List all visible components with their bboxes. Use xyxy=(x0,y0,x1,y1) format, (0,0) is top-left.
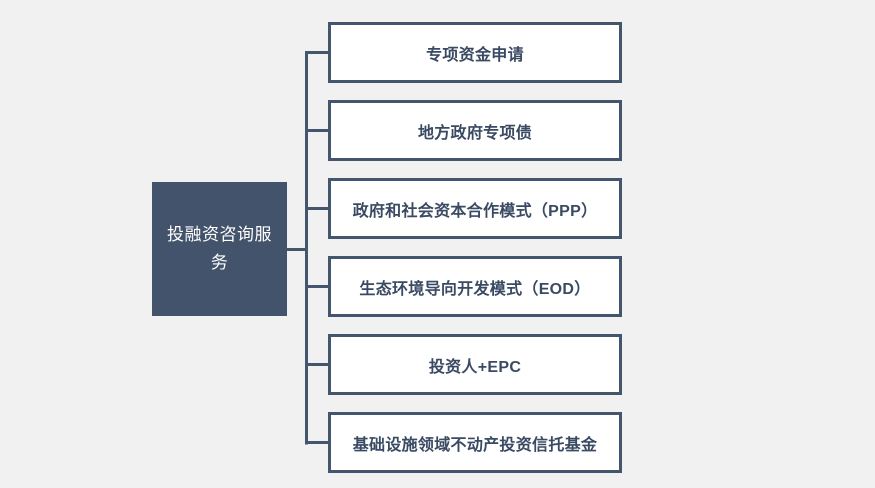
branch-node-1[interactable]: 专项资金申请 xyxy=(328,22,622,83)
branch-node-6-label: 基础设施领域不动产投资信托基金 xyxy=(352,436,598,454)
branch-node-3[interactable]: 政府和社会资本合作模式（PPP） xyxy=(328,178,622,239)
branch-node-5-label: 投资人+EPC xyxy=(428,358,522,376)
root-node[interactable]: 投融资咨询服务 xyxy=(152,182,287,316)
branch-node-1-label: 专项资金申请 xyxy=(426,46,524,64)
branch-node-3-label: 政府和社会资本合作模式（PPP） xyxy=(352,202,598,220)
branch-node-4[interactable]: 生态环境导向开发模式（EOD） xyxy=(328,256,622,317)
root-node-label: 投融资咨询服务 xyxy=(167,224,272,272)
branch-node-2[interactable]: 地方政府专项债 xyxy=(328,100,622,161)
branch-node-5[interactable]: 投资人+EPC xyxy=(328,334,622,395)
branch-node-6[interactable]: 基础设施领域不动产投资信托基金 xyxy=(328,412,622,473)
branch-node-2-label: 地方政府专项债 xyxy=(417,124,533,142)
branch-node-4-label: 生态环境导向开发模式（EOD） xyxy=(359,280,591,298)
